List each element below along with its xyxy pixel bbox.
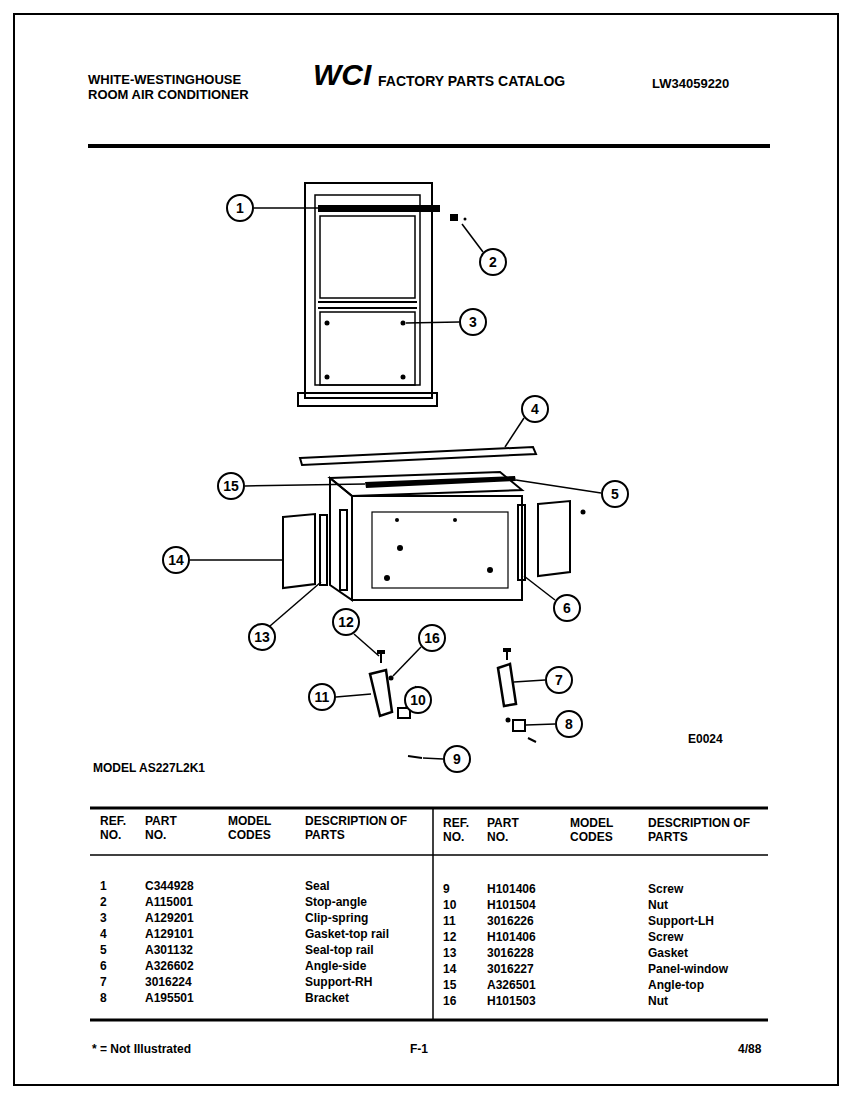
- part-number: H101406: [487, 931, 536, 945]
- callout-circle: 5: [601, 480, 629, 508]
- catalog-number: LW34059220: [652, 77, 729, 92]
- date-code: 4/88: [738, 1043, 761, 1057]
- callout-number: 8: [565, 717, 573, 731]
- part-number: C344928: [145, 880, 194, 894]
- callout-number: 1: [236, 201, 244, 215]
- callout-number: 15: [223, 479, 239, 493]
- part-number: H101503: [487, 995, 536, 1009]
- ref-number: 8: [100, 992, 107, 1006]
- part-description: Panel-window: [648, 963, 728, 977]
- part-description: Support-RH: [305, 976, 372, 990]
- figure-code: E0024: [688, 733, 723, 747]
- callout-circle: 14: [162, 546, 190, 574]
- ref-number: 9: [443, 883, 450, 897]
- callout-circle: 13: [248, 623, 276, 651]
- callout-number: 7: [555, 673, 563, 687]
- ref-number: 6: [100, 960, 107, 974]
- ref-number: 11: [443, 915, 456, 929]
- callout-circle: 15: [217, 472, 245, 500]
- ref-number: 14: [443, 963, 456, 977]
- callout-number: 2: [489, 255, 497, 269]
- catalog-title: FACTORY PARTS CATALOG: [378, 73, 565, 89]
- callout-number: 4: [531, 402, 539, 416]
- part-number: A129201: [145, 912, 194, 926]
- callout-number: 12: [338, 615, 354, 629]
- callout-number: 13: [254, 630, 270, 644]
- part-description: Nut: [648, 995, 668, 1009]
- table-header: PART NO.: [487, 817, 532, 845]
- table-header: REF. NO.: [443, 817, 483, 845]
- ref-number: 1: [100, 880, 107, 894]
- part-description: Gasket: [648, 947, 688, 961]
- callout-circle: 4: [521, 395, 549, 423]
- table-header: MODEL CODES: [570, 817, 625, 845]
- part-number: A326602: [145, 960, 194, 974]
- callout-circle: 10: [404, 686, 432, 714]
- part-number: 3016228: [487, 947, 534, 961]
- part-number: A195501: [145, 992, 194, 1006]
- part-number: A326501: [487, 979, 536, 993]
- table-header: REF. NO.: [100, 815, 140, 843]
- part-description: Support-LH: [648, 915, 714, 929]
- part-description: Angle-top: [648, 979, 704, 993]
- ref-number: 10: [443, 899, 456, 913]
- ref-number: 5: [100, 944, 107, 958]
- callout-circle: 11: [308, 683, 336, 711]
- callout-number: 14: [168, 553, 184, 567]
- part-number: A129101: [145, 928, 194, 942]
- part-description: Stop-angle: [305, 896, 367, 910]
- table-header: DESCRIPTION OF PARTS: [648, 817, 758, 845]
- callout-circle: 3: [459, 308, 487, 336]
- part-description: Clip-spring: [305, 912, 368, 926]
- part-number: 3016224: [145, 976, 192, 990]
- table-header: MODEL CODES: [228, 815, 283, 843]
- ref-number: 13: [443, 947, 456, 961]
- table-header: PART NO.: [145, 815, 190, 843]
- part-number: A301132: [145, 944, 193, 958]
- ref-number: 15: [443, 979, 456, 993]
- ref-number: 3: [100, 912, 107, 926]
- callout-circle: 2: [479, 248, 507, 276]
- part-description: Angle-side: [305, 960, 366, 974]
- part-description: Screw: [648, 883, 683, 897]
- part-number: 3016226: [487, 915, 534, 929]
- callout-circle: 6: [553, 594, 581, 622]
- callout-number: 5: [611, 487, 619, 501]
- ref-number: 4: [100, 928, 107, 942]
- part-description: Nut: [648, 899, 668, 913]
- callout-circle: 9: [443, 745, 471, 773]
- brand-logo: WCI: [313, 60, 371, 90]
- part-number: H101504: [487, 899, 536, 913]
- callout-number: 16: [424, 631, 440, 645]
- part-number: A115001: [145, 896, 193, 910]
- callout-circle: 16: [418, 624, 446, 652]
- footnote: * = Not Illustrated: [92, 1043, 191, 1057]
- callout-number: 9: [453, 752, 461, 766]
- callout-number: 3: [469, 315, 477, 329]
- part-description: Seal: [305, 880, 330, 894]
- callout-number: 11: [315, 690, 330, 704]
- part-description: Gasket-top rail: [305, 928, 389, 942]
- ref-number: 7: [100, 976, 107, 990]
- callout-circle: 8: [555, 710, 583, 738]
- part-number: 3016227: [487, 963, 534, 977]
- ref-number: 12: [443, 931, 456, 945]
- part-number: H101406: [487, 883, 536, 897]
- callout-circle: 12: [332, 608, 360, 636]
- page-number: F-1: [410, 1043, 428, 1057]
- callout-circle: 1: [226, 194, 254, 222]
- table-header: DESCRIPTION OF PARTS: [305, 815, 415, 843]
- brand-heading: WHITE-WESTINGHOUSE ROOM AIR CONDITIONER: [88, 73, 278, 103]
- part-description: Bracket: [305, 992, 349, 1006]
- ref-number: 16: [443, 995, 456, 1009]
- callout-number: 6: [563, 601, 571, 615]
- model-number: MODEL AS227L2K1: [93, 762, 205, 776]
- part-description: Seal-top rail: [305, 944, 374, 958]
- callout-circle: 7: [545, 666, 573, 694]
- ref-number: 2: [100, 896, 107, 910]
- part-description: Screw: [648, 931, 683, 945]
- callout-number: 10: [410, 693, 426, 707]
